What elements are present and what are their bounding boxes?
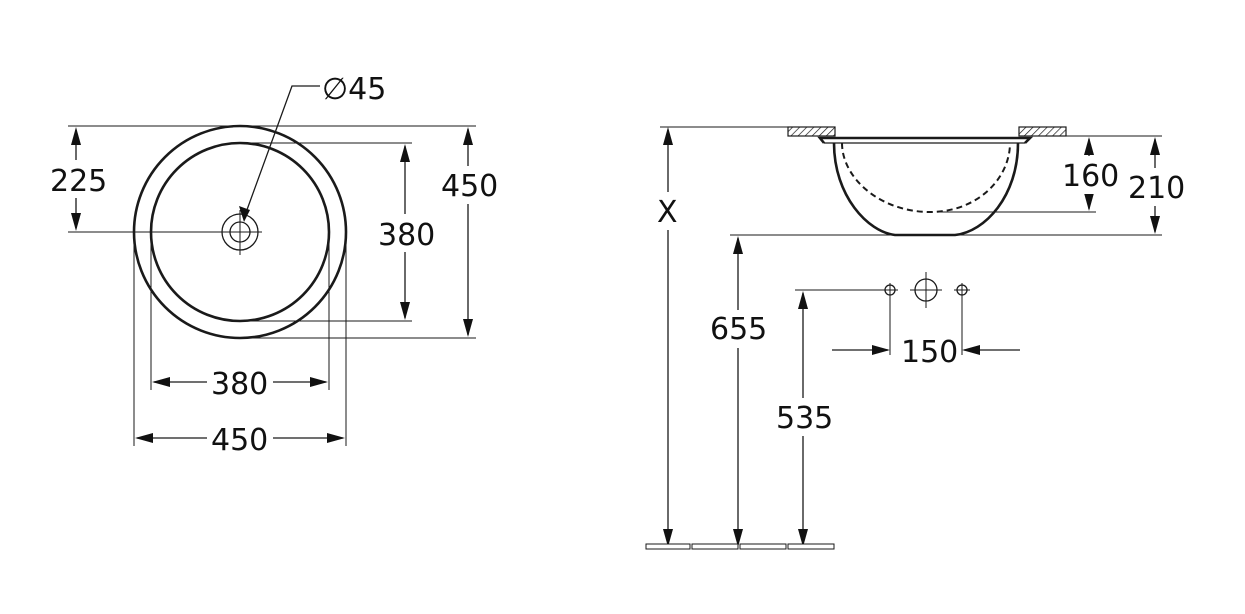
drain-leader-arrow [239, 206, 250, 222]
dim-210-label: 210 [1128, 171, 1185, 206]
drain-diameter-label: ∅45 [322, 72, 386, 107]
dim-535-label: 535 [776, 401, 833, 436]
countertop-right [1018, 126, 1067, 137]
basin-rim [817, 136, 1034, 144]
dim-x-label: X [657, 195, 678, 230]
tap-hole-left-icon [882, 283, 898, 355]
dim-380-horizontal-label: 380 [211, 367, 268, 402]
dim-655-label: 655 [710, 312, 767, 347]
dim-380-vertical-label: 380 [378, 218, 435, 253]
basin-bowl-hidden [841, 142, 1011, 214]
floor-line [645, 543, 835, 550]
dim-150-label: 150 [901, 335, 958, 370]
dim-450-vertical-label: 450 [441, 169, 498, 204]
dim-225-label: 225 [50, 164, 107, 199]
countertop-left [787, 126, 836, 137]
drain-leader-line [243, 85, 320, 219]
tap-hole-center-icon [910, 272, 942, 308]
tap-hole-right-icon [954, 283, 970, 355]
dim-450-horizontal-label: 450 [211, 423, 268, 458]
side-view: X 655 535 160 210 [645, 126, 1186, 550]
top-view: ∅45 225 380 450 380 [48, 72, 500, 458]
dim-160-label: 160 [1062, 159, 1119, 194]
basin-body-outer [832, 142, 1020, 237]
